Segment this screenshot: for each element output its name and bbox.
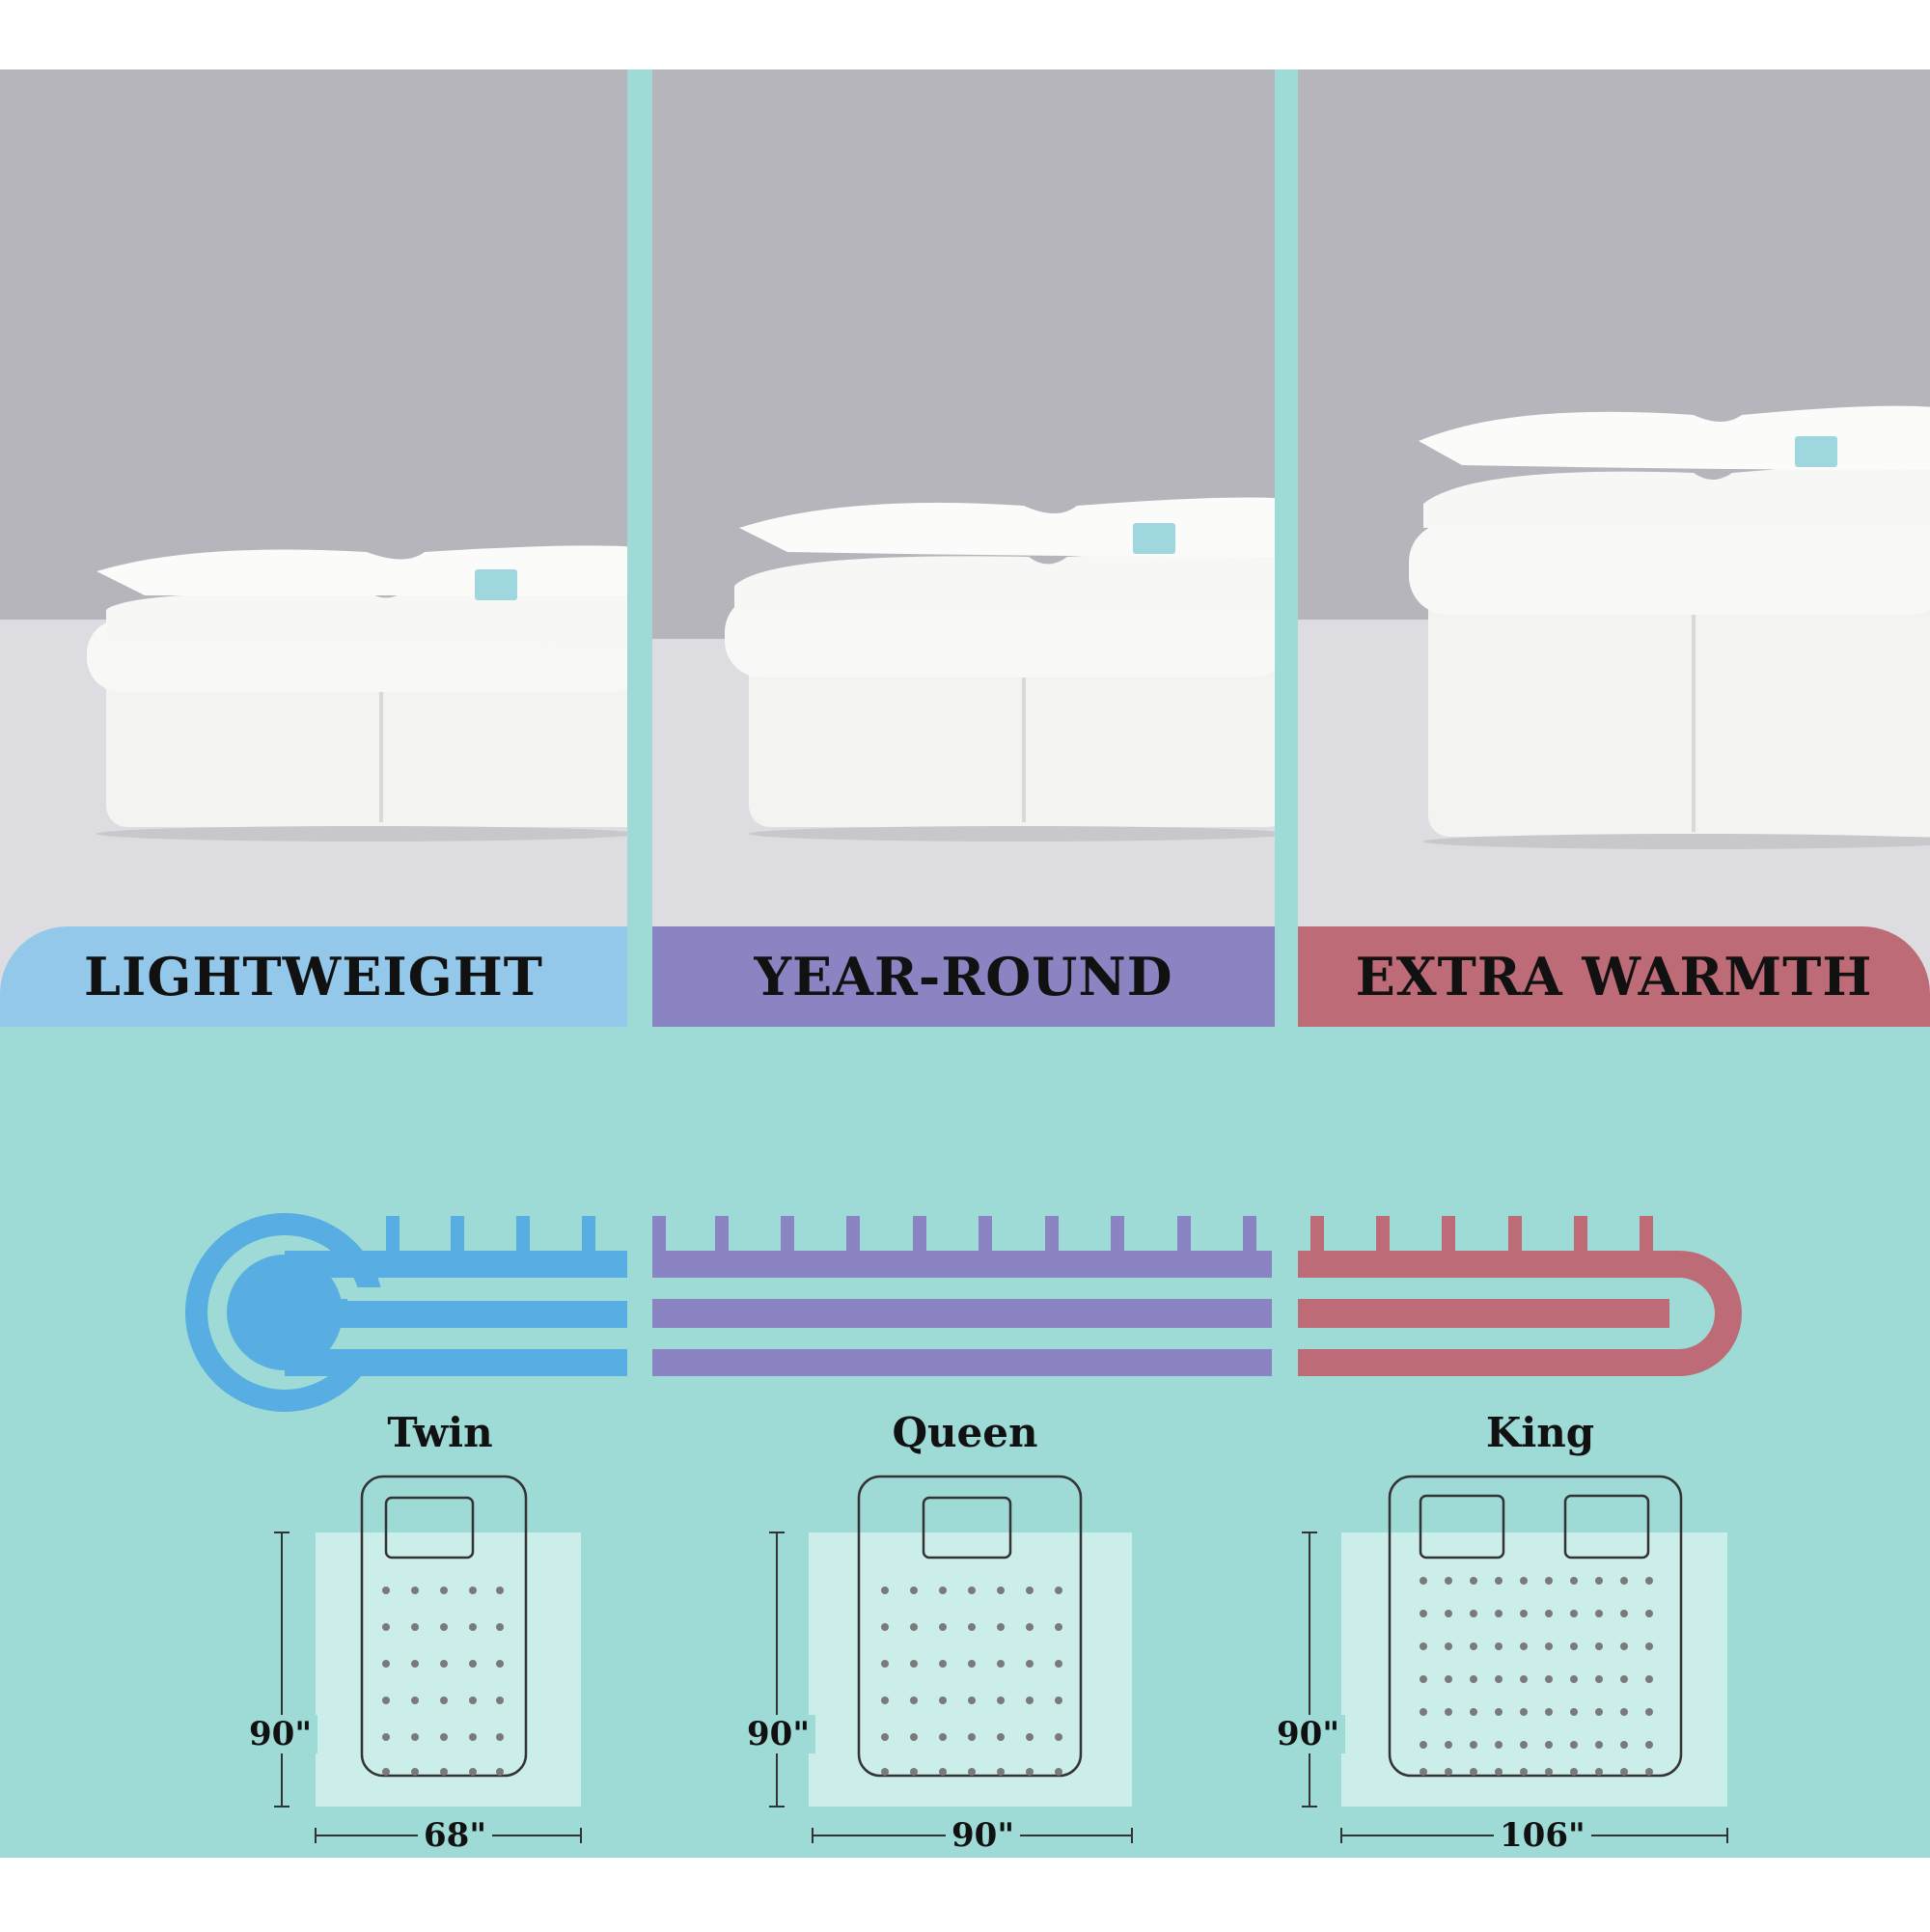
comforter-photo-lightweight <box>0 69 627 1027</box>
label-extra-warmth-text: EXTRA WARMTH <box>1355 946 1873 1007</box>
panel-extra-warmth <box>1298 69 1930 1027</box>
bed-diagram-king <box>1302 1475 1728 1843</box>
panel-lightweight <box>0 69 627 1027</box>
length-label-king: 90" <box>1271 1715 1346 1753</box>
comforter-photo-year-round <box>652 69 1275 1027</box>
width-label-twin: 68" <box>418 1816 493 1855</box>
infographic: LIGHTWEIGHT YEAR-ROUND EXTRA WARMTH <box>0 69 1930 1858</box>
thermometer-segment-warm <box>1298 1216 1742 1376</box>
thermometer-graphic <box>185 1213 1742 1412</box>
thermometer-segment-cold <box>185 1213 647 1412</box>
label-lightweight-text: LIGHTWEIGHT <box>84 946 543 1007</box>
comforter-photo-extra-warmth <box>1298 69 1930 1027</box>
thermometer-segment-mild <box>652 1216 1272 1376</box>
width-label-king: 106" <box>1494 1816 1591 1855</box>
length-label-twin: 90" <box>243 1715 318 1753</box>
bed-diagram-queen <box>769 1475 1133 1843</box>
bed-diagram-twin <box>274 1475 582 1843</box>
size-title-queen: Queen <box>892 1409 1038 1456</box>
label-lightweight: LIGHTWEIGHT <box>0 926 627 1027</box>
length-label-queen: 90" <box>741 1715 816 1753</box>
label-year-round-text: YEAR-ROUND <box>754 946 1173 1007</box>
size-title-twin: Twin <box>387 1409 493 1456</box>
size-title-king: King <box>1485 1409 1595 1456</box>
width-label-queen: 90" <box>946 1816 1021 1855</box>
panel-year-round <box>652 69 1275 1027</box>
label-year-round: YEAR-ROUND <box>652 926 1275 1027</box>
label-extra-warmth: EXTRA WARMTH <box>1298 926 1930 1027</box>
